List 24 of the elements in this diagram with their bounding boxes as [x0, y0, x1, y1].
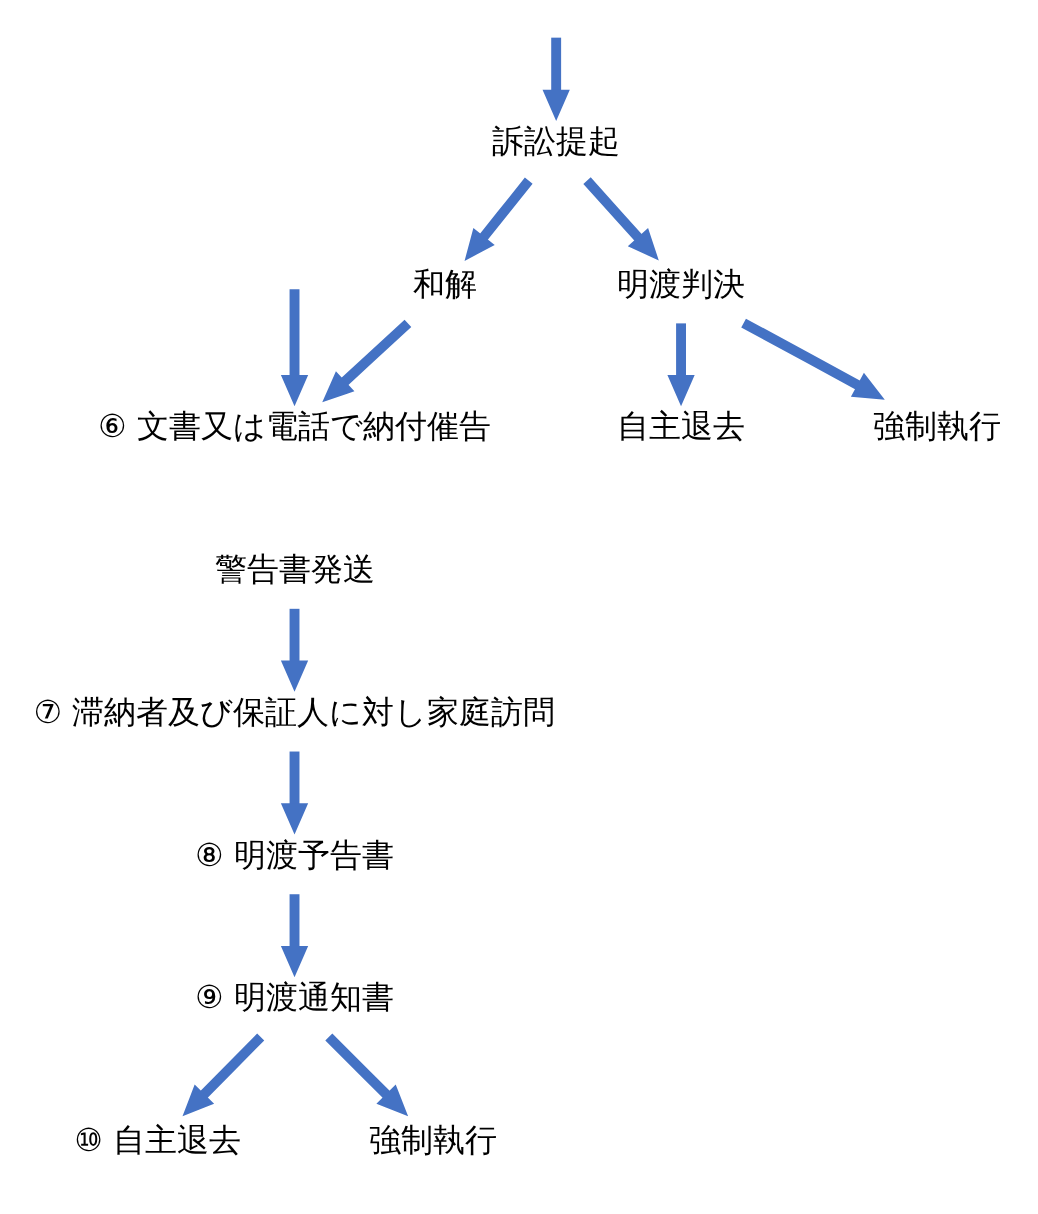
arrow	[667, 322, 695, 406]
arrow	[741, 318, 885, 400]
node-text: ⑦ 滞納者及び保証人に対し家庭訪問	[33, 693, 556, 730]
arrow	[583, 176, 659, 260]
node-text: 警告書発送	[214, 550, 375, 587]
node-text: 強制執行	[872, 407, 1001, 444]
arrow	[464, 177, 533, 261]
node-text: 強制執行	[369, 1121, 498, 1158]
arrow	[280, 288, 309, 406]
node-text: ⑨ 明渡通知書	[195, 978, 394, 1015]
node-text: 明渡判決	[617, 265, 746, 302]
node-text: ⑥ 文書又は電話で納付催告	[98, 407, 491, 444]
node-text: 和解	[413, 265, 478, 302]
arrow	[325, 1032, 409, 1116]
node-text: ⑧ 明渡予告書	[195, 836, 394, 872]
arrow	[280, 893, 309, 977]
arrow	[542, 37, 570, 121]
node-text: 訴訟提起	[492, 122, 621, 159]
node-text: 自主退去	[617, 407, 746, 444]
arrow	[182, 1032, 265, 1116]
arrow	[322, 319, 412, 402]
arrow	[280, 608, 309, 692]
arrow	[280, 751, 309, 834]
node-text: ⑩ 自主退去	[74, 1121, 241, 1158]
